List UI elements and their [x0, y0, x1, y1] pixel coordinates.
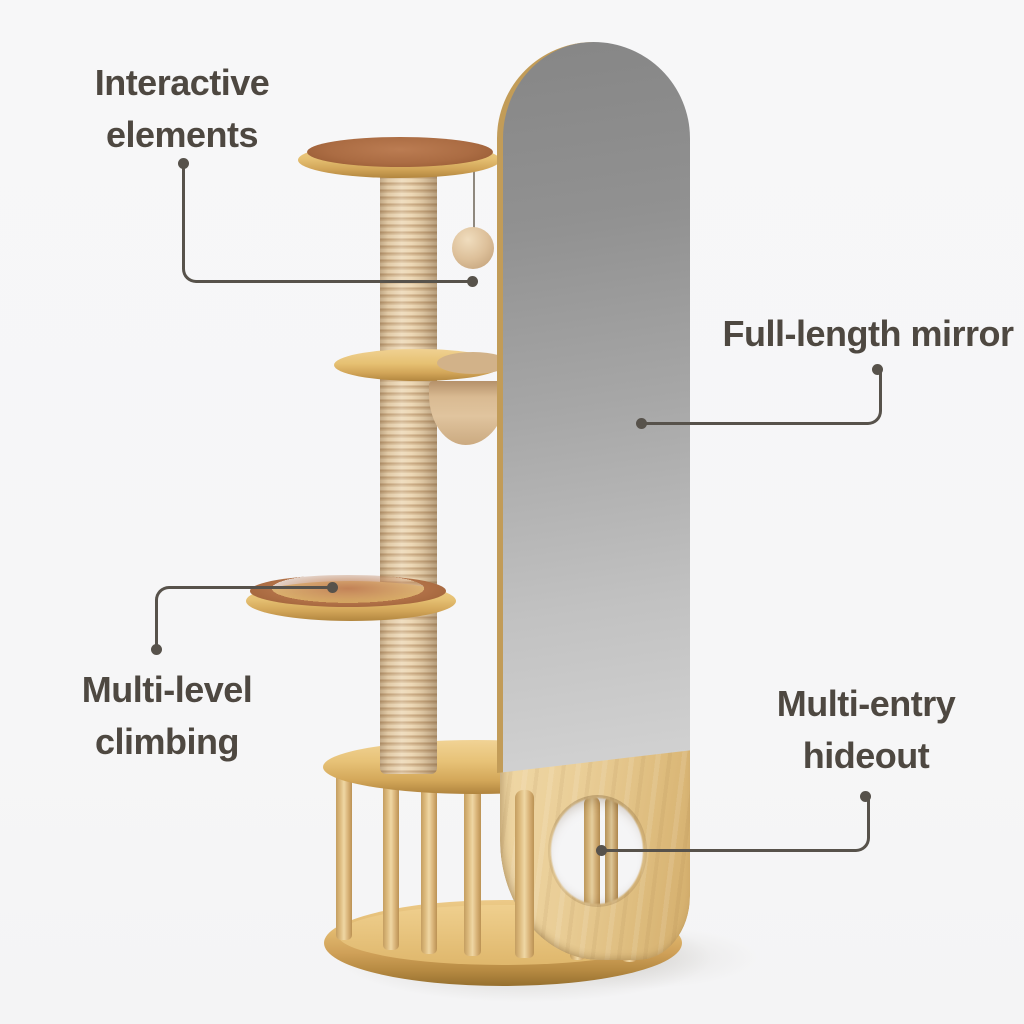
callout-line-hideout	[596, 791, 871, 856]
label-interactive-elements: Interactive elements	[22, 57, 342, 161]
callout-dot	[860, 791, 871, 802]
label-line: hideout	[802, 735, 930, 776]
full-length-mirror	[497, 42, 690, 773]
base-slat	[464, 786, 481, 956]
base-slat	[336, 768, 352, 940]
callout-line-climbing	[151, 582, 338, 655]
toy-ball	[452, 227, 494, 269]
callout-dot	[636, 418, 647, 429]
label-multi-entry-hideout: Multi-entry hideout	[706, 678, 1024, 782]
base-slat-front	[515, 790, 534, 958]
base-slat	[421, 782, 437, 954]
callout-dot	[327, 582, 338, 593]
callout-dot	[178, 158, 189, 169]
label-line: Full-length mirror	[722, 313, 1015, 354]
label-line: Multi-entry	[776, 683, 956, 724]
callout-dot	[872, 364, 883, 375]
label-line: Interactive	[94, 62, 270, 103]
bowl-hammock	[429, 381, 507, 445]
callout-line-mirror	[636, 364, 883, 429]
toy-ball-cord	[473, 164, 475, 230]
scratching-post	[380, 158, 437, 774]
bowl-hammock-rim	[437, 352, 509, 374]
callout-dot	[596, 845, 607, 856]
lower-platform-mat	[250, 575, 446, 607]
label-full-length-mirror: Full-length mirror	[678, 308, 1024, 360]
callout-line-interactive	[178, 158, 478, 287]
label-line: climbing	[94, 721, 240, 762]
label-line: Multi-level	[81, 669, 253, 710]
label-line: elements	[105, 114, 259, 155]
callout-dot	[467, 276, 478, 287]
base-slat	[383, 776, 399, 950]
top-platform-mat	[307, 137, 493, 167]
label-multi-level-climbing: Multi-level climbing	[7, 664, 327, 768]
callout-dot	[151, 644, 162, 655]
